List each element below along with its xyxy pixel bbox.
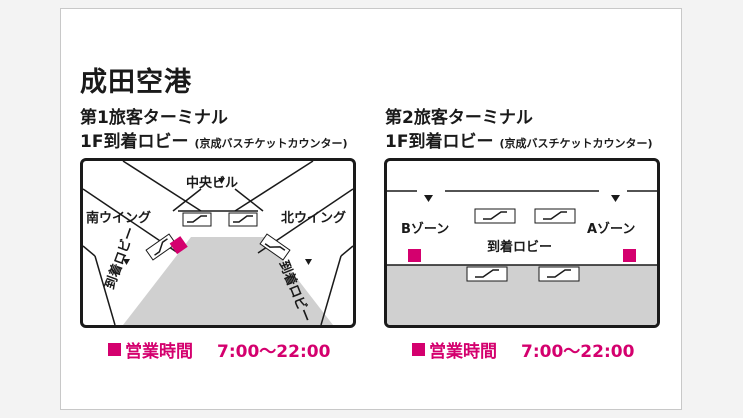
escalator-icon [182,212,212,227]
terminal1-name: 第1旅客ターミナル [80,108,228,128]
escalator-icon [145,233,177,261]
escalator-icon [474,208,516,224]
escalator-icon [534,208,576,224]
center-building-label: 中央ビル [186,176,239,191]
south-wing-wall-top [122,161,202,212]
center-roof-left [172,188,202,212]
bus-counter-marker [623,249,636,262]
south-lobby-wall [94,255,116,325]
terminal2-name: 第2旅客ターミナル [385,108,533,128]
south-wing-label: 南ウイング [86,211,152,226]
down-arrow-icon [218,178,225,184]
south-wing-wall-lower [83,245,96,257]
terminal1-floor-area [123,237,333,325]
bus-counter-marker [408,249,421,262]
escalator-icon [228,212,258,227]
zone-b-label: Bゾーン [401,222,450,237]
down-arrow-icon [424,195,433,202]
north-wing-label: 北ウイング [281,211,347,226]
down-arrow-icon [123,259,130,265]
terminal2-counter-note: (京成バスチケットカウンター) [499,137,653,150]
down-arrow-icon [611,195,620,202]
terminal2-hours: 営業時間 7:00〜22:00 [412,337,634,362]
terminal1-hours: 営業時間 7:00〜22:00 [108,337,330,362]
escalator-icon [466,266,508,282]
terminal1-hours-label: 営業時間 [125,342,193,362]
terminal2-hours-label: 営業時間 [429,342,497,362]
page-title: 成田空港 [80,67,192,98]
terminal2-lobby-label: 到着ロビー [487,240,553,255]
down-arrow-icon [305,259,312,265]
terminal1-lobby-label: 1F到着ロビー [80,132,189,152]
north-lobby-wall [320,255,342,325]
terminal1-hours-time: 7:00〜22:00 [217,342,331,362]
escalator-icon [259,233,291,261]
terminal1-lobby: 1F到着ロビー (京成バスチケットカウンター) [80,127,348,152]
terminal1-map: 中央ビル 南ウイング 北ウイング 到着ロビー 到着ロビー [80,158,356,328]
bus-counter-marker [169,236,188,255]
terminal1-floor-plan [83,161,353,325]
terminal2-lobby: 1F到着ロビー (京成バスチケットカウンター) [385,127,653,152]
north-wing-wall-lower [340,245,353,257]
escalator-icon [538,266,580,282]
terminal1-counter-note: (京成バスチケットカウンター) [194,137,348,150]
terminal2-hours-time: 7:00〜22:00 [521,342,635,362]
terminal2-map: Bゾーン Aゾーン 到着ロビー [384,158,660,328]
zone-a-label: Aゾーン [587,222,636,237]
north-wing-wall-top [234,161,314,212]
accent-square-icon [412,343,425,356]
center-roof-right [234,188,264,212]
terminal2-lobby-label: 1F到着ロビー [385,132,494,152]
terminal2-floor-area [387,265,657,325]
terminal2-floor-plan [387,190,657,325]
accent-square-icon [108,343,121,356]
